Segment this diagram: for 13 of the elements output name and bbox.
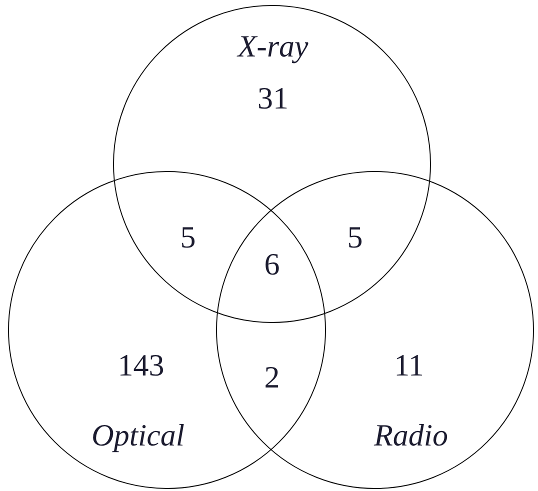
- set-circle: [8, 171, 326, 489]
- set-name: Radio: [374, 420, 448, 450]
- set-circle: [216, 171, 534, 489]
- overlap-count: 5: [347, 222, 363, 252]
- count-value: 143: [118, 350, 164, 380]
- count-value: 31: [258, 82, 288, 114]
- set-circle: [113, 5, 431, 323]
- overlap-count: 5: [180, 222, 196, 252]
- count-value: 11: [394, 350, 424, 380]
- overlap-count: 2: [264, 362, 280, 392]
- overlap-count: 6: [264, 248, 280, 280]
- set-name: X-ray: [238, 30, 308, 62]
- set-name: Optical: [92, 420, 184, 450]
